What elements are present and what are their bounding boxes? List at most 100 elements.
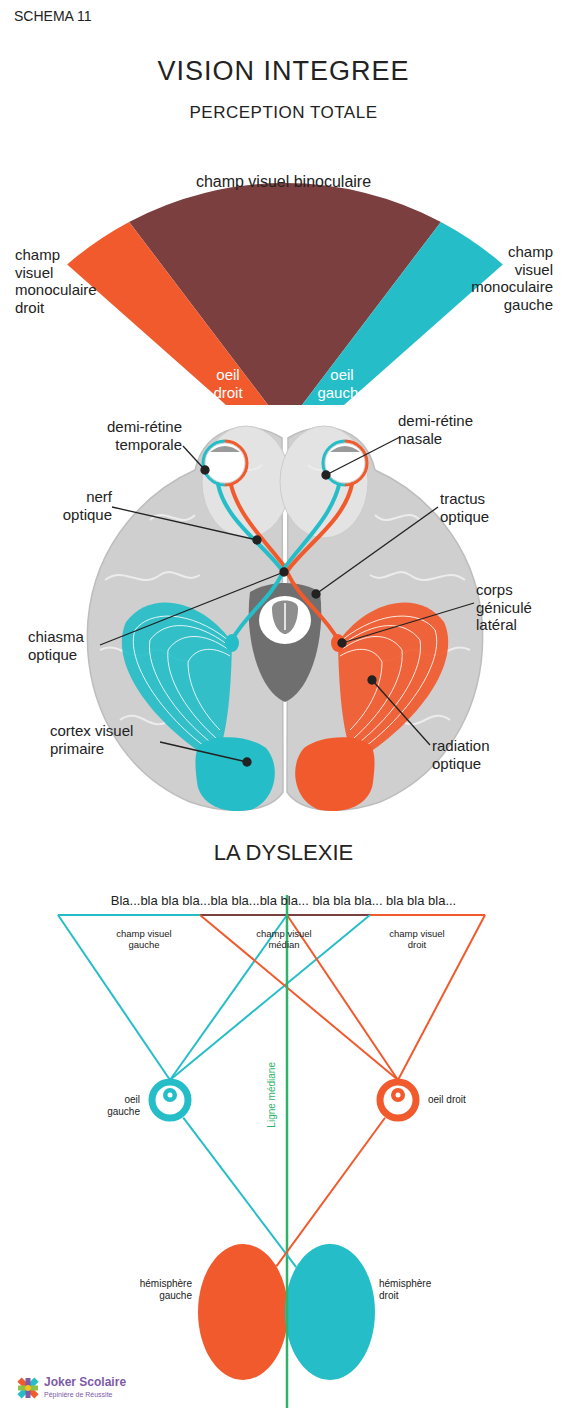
node-outline [148,1078,192,1122]
field-boundary [370,914,485,916]
brainstem-line [284,603,286,630]
fibre-line [188,649,230,730]
leader-line [342,603,474,643]
optic-nerve [288,484,352,570]
optic-radiation [122,603,232,762]
node-label: oeil droit [428,1094,472,1106]
visual-field-lines [58,915,485,1080]
eye-highlight [396,1093,401,1098]
node-outline [60,215,275,410]
leader-dot [253,536,261,544]
field-label: champ visuel gauche [112,928,176,950]
fibre-line [168,637,229,739]
leader-dot [243,758,251,766]
eyeball [205,443,245,483]
midbrain [249,583,322,702]
node-outline [285,1244,375,1380]
eye-symbol: oeil droit [376,1078,420,1122]
node-label: oeil gauche [317,366,367,401]
eyeball [325,443,365,483]
gyrus-line [105,572,200,580]
leader-dot [280,568,288,576]
part-label: demi-rétine nasale [398,412,500,447]
optic-tract [287,572,338,640]
visual-cortex [195,737,274,811]
sample-text: Bla...bla bla bla...bla bla...bla bla...… [0,893,567,908]
optic-pathways [218,484,352,640]
part-label: radiation optique [432,737,512,772]
optic-nerve [218,484,282,570]
part-label: corps géniculé latéral [476,581,556,634]
field-label: champ visuel binoculaire [0,173,567,192]
logo-center [25,1385,31,1391]
radiation-fibres [133,616,436,752]
logo-tagline: Pépinière de Réussite [44,1391,184,1399]
midbrain-cavity [259,596,311,644]
subtitle: PERCEPTION TOTALE [0,103,567,123]
leader-line [316,507,438,594]
part-label: tractus optique [440,490,512,525]
optic-nerve [283,485,339,570]
hemisphere-shape [198,1244,288,1380]
brain-hemisphere: hémisphère gauche [198,1244,288,1380]
field-label: champ visuel droit [385,928,449,950]
leader-dot [201,466,209,474]
fibre-line [341,637,402,739]
part-label: chiasma optique [28,628,100,663]
nasal-hemiretina [323,441,345,485]
node-outline [376,1078,420,1122]
eye-pupil [163,1088,177,1102]
leader-lines [100,437,474,766]
part-label: nerf optique [42,488,112,523]
nasal-hemiretina [225,441,247,485]
fibre-line [133,616,228,752]
monocular-field: oeil droit [60,215,275,410]
optic-nerve [231,485,287,570]
sight-line [170,915,370,1080]
eye-ring [152,1082,188,1118]
gyrus-line [370,572,465,580]
part-label: demi-rétine temporale [80,418,182,453]
leader-line [183,446,205,470]
node-outline [198,1244,288,1380]
monocular-field: oeil gauche [295,215,510,410]
node-label: oeil gauche [96,1094,140,1117]
fibre-line [342,616,437,752]
node-label: oeil droit [203,366,253,401]
field-boundary [58,914,200,916]
visual-cortex [295,737,374,811]
node-outline [295,215,510,410]
hemisphere-shape [285,1244,375,1380]
sight-line [287,915,398,1080]
eye-ring [380,1082,416,1118]
leader-dot [368,676,376,684]
frontal-lobe [280,426,368,538]
field-boundary [200,914,370,916]
brain-hemisphere: hémisphère droit [285,1244,375,1380]
leader-line [100,572,284,645]
leader-line [326,437,400,475]
gyrus-line [375,515,420,520]
sight-line [200,915,398,1080]
section-heading: LA DYSLEXIE [0,840,567,866]
optic-radiation [338,603,448,762]
logo-bar [18,1386,38,1391]
temporal-hemiretina [203,441,225,485]
eye-symbol: oeil gauche [148,1078,192,1122]
axis-label: Ligne médiane [266,1045,278,1145]
figure-number: SCHEMA 11 [14,8,154,24]
leader-dot [338,639,346,647]
logo-icon [17,1377,38,1398]
leader-dot [322,471,330,479]
part-label: cortex visuel primaire [50,722,162,757]
logo-bar [26,1378,31,1398]
brainstem [272,601,298,635]
logo-bar [17,1377,38,1398]
field-label: champ visuel médian [252,928,316,950]
eye-highlight [168,1093,173,1098]
fibre-line [342,626,421,745]
field-label: champ visuel monoculaire gauche [469,243,553,313]
